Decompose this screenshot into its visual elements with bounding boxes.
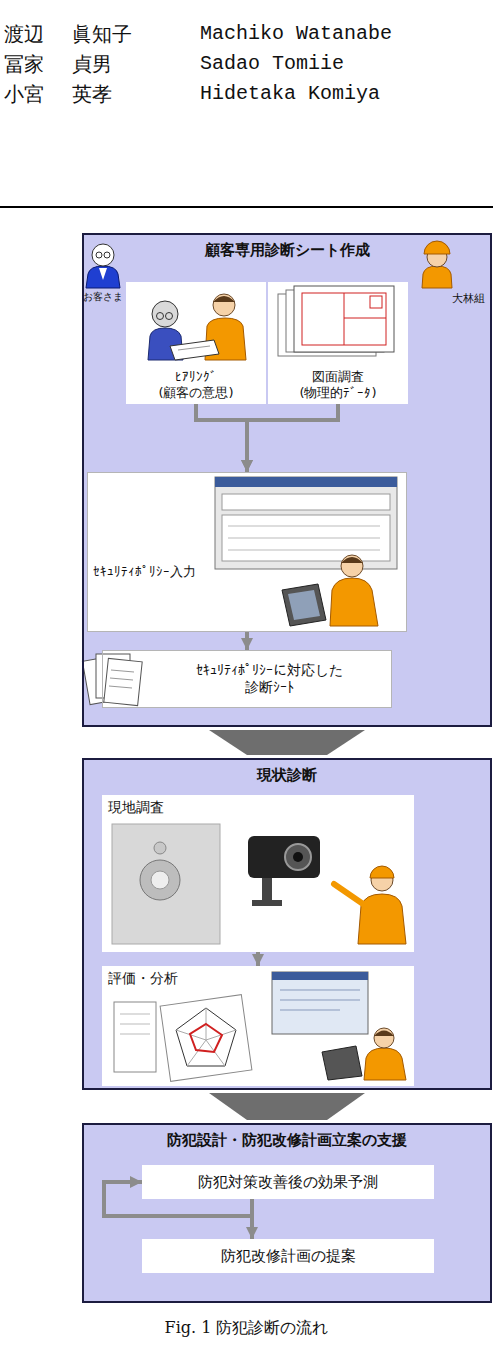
author-name: 渡辺 (4, 22, 44, 46)
author-name: 貞男 (72, 52, 112, 76)
flow-arrow (247, 404, 338, 472)
step-label: ｾｷｭﾘﾃｨﾎﾟﾘｼｰに対応した 診断ｼｰﾄ (189, 662, 349, 697)
step-label: ﾋｱﾘﾝｸﾞ (顧客の意思) (151, 369, 241, 402)
box-ground (102, 795, 414, 952)
box-ground (126, 282, 266, 404)
step-panel: 現地調査 (102, 795, 414, 952)
actor-label: 大林組 (452, 292, 485, 305)
flow-arrow (256, 952, 260, 966)
author-name: 小宮 (4, 82, 44, 106)
contractor-icon (422, 241, 452, 288)
box-ground (102, 650, 392, 708)
step-label: 評価・分析 (108, 970, 178, 988)
section-box: 防犯設計・防犯改修計画立案の支援防犯対策改善後の効果予測防犯改修計画の提案 (82, 1123, 492, 1303)
section-title: 顧客専用診断シート作成 (205, 241, 370, 260)
box-ground (142, 1239, 434, 1273)
step-panel: ｾｷｭﾘﾃｨﾎﾟﾘｼｰに対応した 診断ｼｰﾄ (102, 650, 392, 708)
section-box: 現状診断現地調査評価・分析 (82, 758, 492, 1090)
step-panel: 防犯改修計画の提案 (142, 1239, 434, 1273)
flow-chevron (209, 730, 365, 755)
box-ground (142, 1165, 434, 1199)
flow-arrow (245, 632, 249, 650)
site-survey-illustration (112, 824, 406, 944)
box-ground (82, 758, 492, 1090)
document-icon (82, 654, 142, 706)
step-panel: ﾋｱﾘﾝｸﾞ (顧客の意思) (126, 282, 266, 404)
box-ground (268, 282, 408, 404)
policy-input-screen (215, 477, 397, 626)
author-name: Hidetaka Komiya (200, 82, 380, 106)
section-title: 現状診断 (257, 766, 317, 785)
author-name: 冨家 (4, 52, 44, 76)
author-name: 眞知子 (72, 22, 132, 46)
drawing-sheets (278, 286, 394, 356)
author-name: Machiko Watanabe (200, 22, 392, 46)
analysis-illustration (114, 972, 406, 1081)
rule-line (0, 206, 493, 208)
step-panel: 防犯対策改善後の効果予測 (142, 1165, 434, 1199)
step-panel: 評価・分析 (102, 966, 414, 1086)
box-ground (87, 472, 407, 632)
author-name: Sadao Tomiie (200, 52, 344, 76)
flow-chevron (209, 1093, 365, 1120)
box-ground (102, 966, 414, 1086)
step-panel: ｾｷｭﾘﾃｨﾎﾟﾘｼｰ入力 (87, 472, 407, 632)
section-box: 顧客専用診断シート作成 ﾋｱﾘﾝｸﾞ (顧客の意思) 図面調査 (物理的ﾃﾞｰﾀ) ｾ… (82, 233, 492, 727)
step-label: 図面調査 (物理的ﾃﾞｰﾀ) (288, 369, 388, 402)
step-panel: 図面調査 (物理的ﾃﾞｰﾀ) (268, 282, 408, 404)
figure-caption: Fig. 1 防犯診断の流れ (0, 1318, 493, 1337)
customer-icon (86, 244, 120, 288)
box-ground (82, 1123, 492, 1303)
flow-arrow (196, 404, 247, 472)
hearing-illustration (148, 294, 246, 360)
step-label: 現地調査 (108, 799, 164, 817)
actor-label: お客さま (83, 291, 123, 303)
author-name: 英孝 (72, 82, 112, 106)
step-label: ｾｷｭﾘﾃｨﾎﾟﾘｼｰ入力 (93, 564, 196, 580)
step-label: 防犯改修計画の提案 (221, 1247, 356, 1266)
box-ground (82, 233, 492, 727)
step-label: 防犯対策改善後の効果予測 (198, 1173, 378, 1192)
section-title: 防犯設計・防犯改修計画立案の支援 (167, 1131, 407, 1150)
